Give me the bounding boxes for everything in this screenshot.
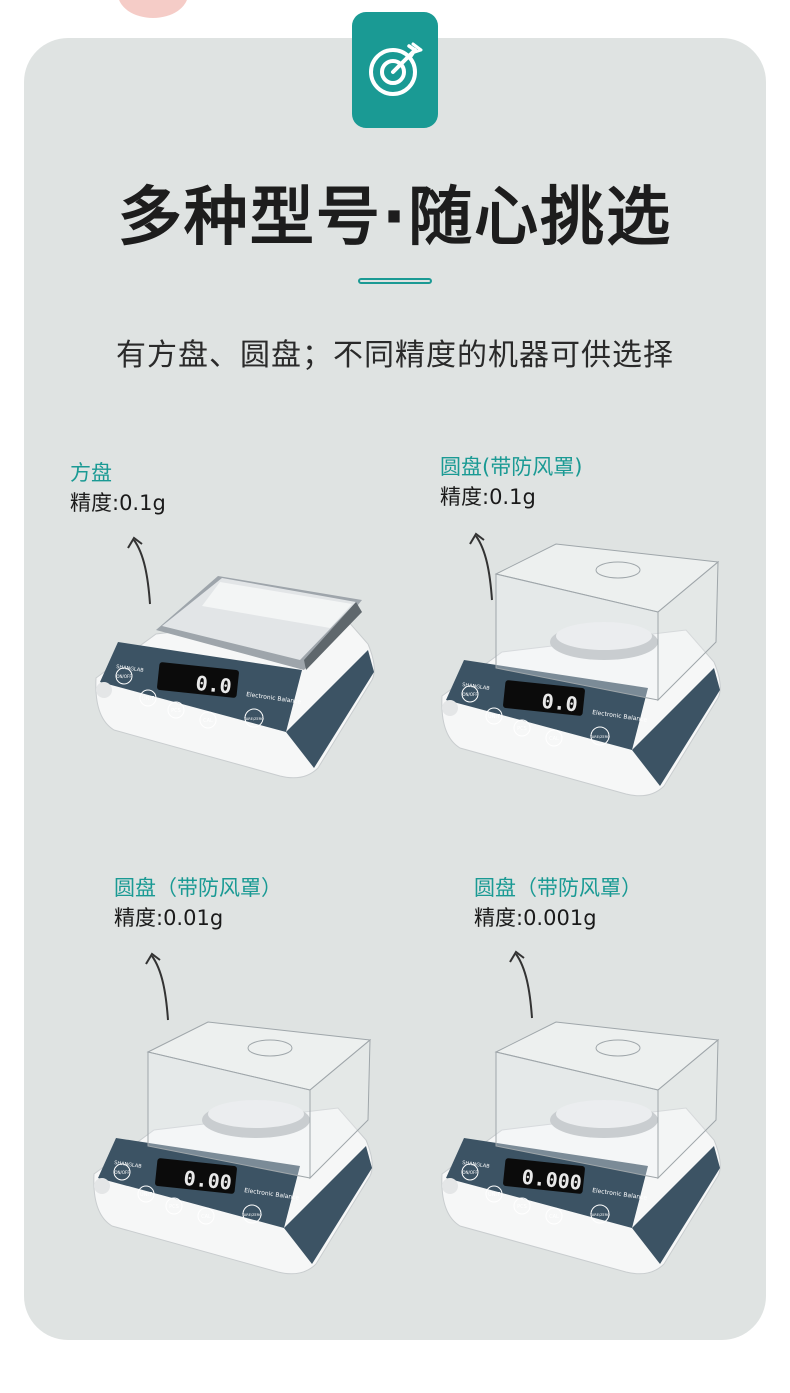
header-badge xyxy=(352,12,438,128)
svg-text:ON/OFF: ON/OFF xyxy=(114,1170,130,1175)
decorative-blob xyxy=(118,0,188,18)
brand-logo: SHANGLAB xyxy=(116,664,145,674)
svg-text:CAL: CAL xyxy=(201,1214,211,1220)
product-label-round-01: 圆盘(带防风罩) 精度:0.1g xyxy=(440,452,582,512)
cal-button xyxy=(545,729,563,747)
brand-logo: SHANGLAB xyxy=(462,682,491,692)
tare-button xyxy=(590,1204,610,1224)
tare-button xyxy=(590,726,610,746)
svg-text:UNIT: UNIT xyxy=(142,696,155,702)
svg-text:UNIT: UNIT xyxy=(140,1192,153,1198)
balance-readout: 0.00 xyxy=(182,1166,232,1195)
balance-readout: 0.0 xyxy=(540,689,578,717)
level-indicator xyxy=(442,1178,458,1194)
brand-logo: SHANGLAB xyxy=(114,1160,143,1170)
svg-text:ON/OFF: ON/OFF xyxy=(462,1170,478,1175)
product-precision: 精度:0.1g xyxy=(440,485,536,509)
unit-button xyxy=(137,1185,155,1203)
svg-text:ON/OFF: ON/OFF xyxy=(462,692,478,697)
balance-round-pan-0001: 0.000 SHANGLAB Electronic Balance ON/OFF… xyxy=(441,1021,721,1275)
tare-button xyxy=(244,708,264,728)
pointer-arrow-icon xyxy=(509,950,533,1019)
product-precision: 精度:0.001g xyxy=(474,906,597,930)
svg-text:CAL: CAL xyxy=(203,718,213,724)
product-precision: 精度:0.01g xyxy=(114,906,224,930)
svg-text:TARE/ZERO: TARE/ZERO xyxy=(243,717,264,721)
product-label-square: 方盘 精度:0.1g xyxy=(70,458,166,518)
pcs-button xyxy=(513,1197,531,1215)
pointer-arrow-icon xyxy=(127,536,151,605)
target-arrow-icon xyxy=(369,42,423,96)
svg-text:ON/OFF: ON/OFF xyxy=(116,674,132,679)
pointer-arrow-icon xyxy=(469,532,493,601)
svg-text:UNIT: UNIT xyxy=(488,1192,501,1198)
level-indicator xyxy=(96,682,112,698)
product-precision: 精度:0.1g xyxy=(70,491,166,515)
power-button xyxy=(113,1163,131,1181)
svg-text:PCS: PCS xyxy=(171,708,181,714)
svg-text:PCS: PCS xyxy=(517,726,527,732)
power-button xyxy=(461,685,479,703)
pcs-button xyxy=(167,701,185,719)
cal-button xyxy=(545,1207,563,1225)
balance-round-pan-01: 0.0 SHANGLAB Electronic Balance ON/OFF U… xyxy=(441,543,721,797)
pointer-arrow-icon xyxy=(145,952,169,1021)
brand-logo: SHANGLAB xyxy=(462,1160,491,1170)
page-title: 多种型号·随心挑选 xyxy=(117,181,673,255)
cal-button xyxy=(197,1207,215,1225)
svg-text:CAL: CAL xyxy=(549,736,559,742)
power-button xyxy=(461,1163,479,1181)
product-label-round-001: 圆盘（带防风罩） 精度:0.01g xyxy=(114,873,282,933)
svg-text:CAL: CAL xyxy=(549,1214,559,1220)
unit-button xyxy=(139,689,157,707)
product-name: 方盘 xyxy=(70,461,112,485)
svg-text:PCS: PCS xyxy=(517,1204,527,1210)
svg-text:TARE/ZERO: TARE/ZERO xyxy=(589,735,610,739)
product-name: 圆盘（带防风罩） xyxy=(114,876,282,900)
page-subtitle: 有方盘、圆盘；不同精度的机器可供选择 xyxy=(116,338,674,373)
balance-square-pan: 0.0 SHANGLAB Electronic Balance ON/OFF U… xyxy=(95,576,375,779)
unit-button xyxy=(485,1185,503,1203)
svg-text:PCS: PCS xyxy=(169,1204,179,1210)
pcs-button xyxy=(513,719,531,737)
svg-text:TARE/ZERO: TARE/ZERO xyxy=(589,1213,610,1217)
cal-button xyxy=(199,711,217,729)
balance-round-pan-001: 0.00 SHANGLAB Electronic Balance ON/OFF … xyxy=(93,1021,373,1275)
pcs-button xyxy=(165,1197,183,1215)
level-indicator xyxy=(94,1178,110,1194)
tare-button xyxy=(242,1204,262,1224)
product-name: 圆盘（带防风罩） xyxy=(474,876,642,900)
level-indicator xyxy=(442,700,458,716)
svg-text:TARE/ZERO: TARE/ZERO xyxy=(241,1213,262,1217)
balance-readout: 0.0 xyxy=(194,671,232,699)
product-name: 圆盘(带防风罩) xyxy=(440,455,583,479)
unit-button xyxy=(485,707,503,725)
power-button xyxy=(115,667,133,685)
svg-text:UNIT: UNIT xyxy=(488,714,501,720)
product-label-round-0001: 圆盘（带防风罩） 精度:0.001g xyxy=(474,873,642,933)
title-divider xyxy=(358,278,432,284)
